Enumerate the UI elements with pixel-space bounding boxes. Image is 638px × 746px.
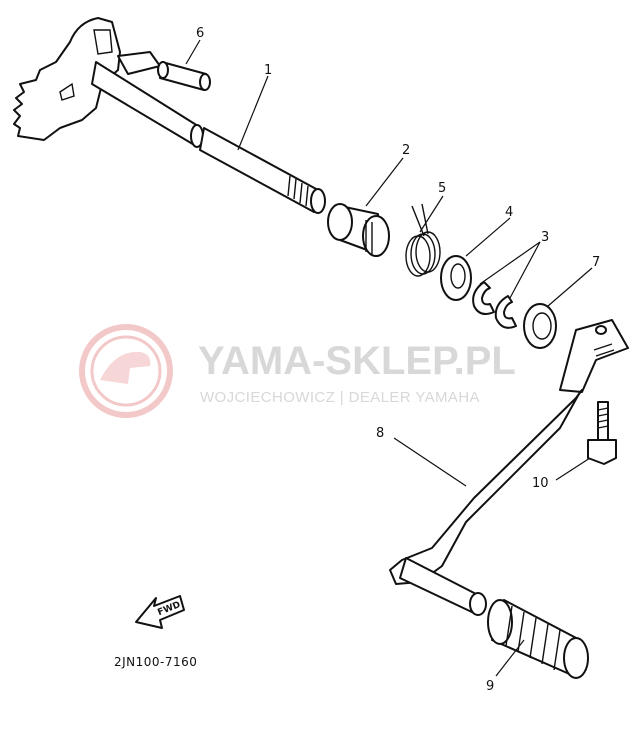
fwd-arrow-icon: FWD: [135, 595, 185, 629]
part-6-pin: [157, 61, 211, 91]
part-3-circlips: [472, 281, 517, 329]
callout-6: 6: [196, 26, 204, 41]
watermark-logo: [79, 324, 173, 418]
part-2-collar: [327, 203, 390, 257]
part-1-shift-shaft: [13, 17, 326, 214]
part-5-spring: [405, 203, 441, 277]
diagram-code: 2JN100-7160: [114, 655, 197, 669]
callout-3: 3: [541, 230, 549, 245]
part-10-bolt: [587, 401, 617, 465]
callout-10: 10: [532, 476, 549, 491]
callout-9: 9: [486, 679, 494, 694]
watermark-subtitle: WOJCIECHOWICZ | DEALER YAMAHA: [200, 389, 480, 406]
callouts: 1 2 3 4 5 6 7 8 9 10: [196, 26, 600, 694]
part-4-washer: [440, 255, 472, 301]
callout-5: 5: [438, 181, 446, 196]
callout-4: 4: [505, 205, 513, 220]
callout-8: 8: [376, 426, 384, 441]
watermark-title: YAMA-SKLEP.PL: [198, 339, 516, 383]
part-9-rubber-peg: [487, 599, 589, 679]
watermark: YAMA-SKLEP.PL WOJCIECHOWICZ | DEALER YAM…: [79, 324, 516, 418]
callout-2: 2: [402, 143, 410, 158]
part-7-oil-seal: [523, 303, 557, 349]
part-8-shift-pedal: [389, 319, 629, 616]
callout-1: 1: [264, 63, 272, 78]
callout-7: 7: [592, 255, 600, 270]
leader-lines: [185, 39, 593, 677]
